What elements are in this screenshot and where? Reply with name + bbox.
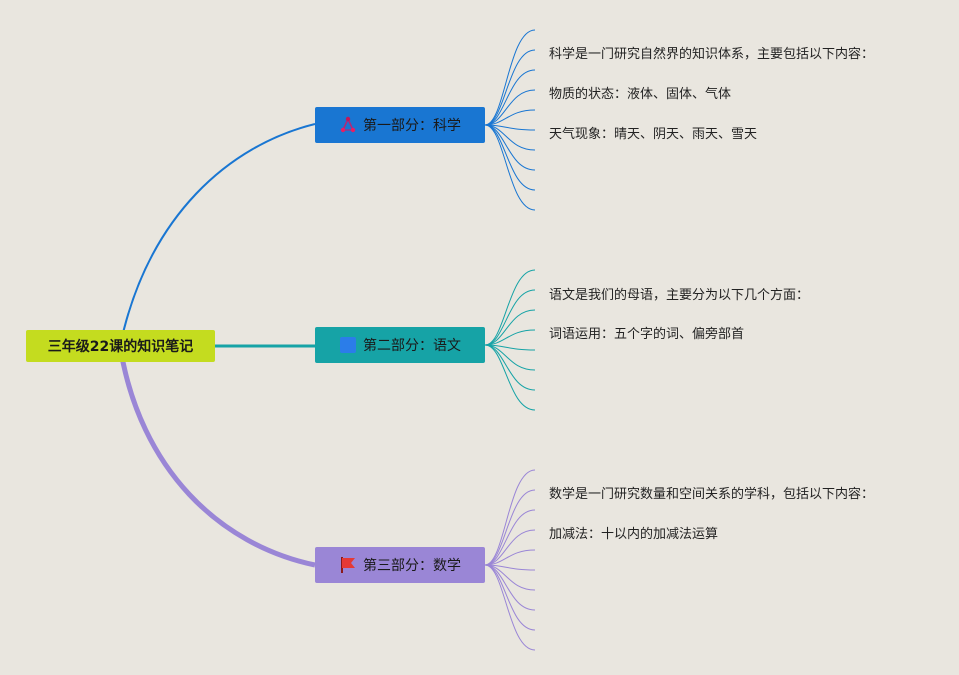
fan-line — [484, 109, 536, 126]
fan-line — [484, 529, 536, 566]
fan-line — [484, 329, 536, 346]
fan-line — [484, 49, 536, 126]
branch-math-label: 第三部分：数学 — [363, 558, 461, 574]
fan-line — [484, 509, 536, 566]
connector-root-math — [117, 345, 316, 568]
fan-line — [484, 309, 536, 346]
fan-line — [484, 564, 536, 651]
fan-line — [484, 344, 536, 411]
leaf-science-3[interactable]: 天气现象：晴天、阴天、雨天、雪天 — [549, 127, 758, 142]
leaf-math-1[interactable]: 数学是一门研究数量和空间关系的学科，包括以下内容： — [549, 487, 875, 502]
root-topic[interactable]: 三年级22课的知识笔记 — [26, 330, 215, 362]
branch-chinese-label: 第二部分：语文 — [363, 338, 461, 354]
leaf-chinese-1[interactable]: 语文是我们的母语，主要分为以下几个方面： — [549, 288, 810, 303]
branch-science[interactable]: 第一部分：科学 — [315, 107, 485, 143]
red-flag-icon — [341, 557, 355, 573]
branch-science-label: 第一部分：科学 — [363, 118, 461, 134]
fan-line — [484, 124, 536, 211]
leaf-science-2[interactable]: 物质的状态：液体、固体、气体 — [549, 87, 732, 102]
leaf-science-1[interactable]: 科学是一门研究自然界的知识体系，主要包括以下内容： — [549, 47, 875, 62]
fan-line — [484, 269, 536, 346]
fan-line — [484, 549, 536, 566]
fan-line — [484, 89, 536, 126]
blue-square-icon — [340, 337, 356, 353]
fan-line — [484, 564, 536, 631]
molecule-icon — [340, 116, 356, 133]
branch-math[interactable]: 第三部分：数学 — [315, 547, 485, 583]
branch-chinese[interactable]: 第二部分：语文 — [315, 327, 485, 363]
connector-root-science — [119, 123, 316, 347]
fan-line — [484, 29, 536, 126]
fan-line — [484, 124, 536, 191]
root-topic-label: 三年级22课的知识笔记 — [47, 339, 194, 355]
fan-line — [484, 69, 536, 126]
fan-line — [484, 289, 536, 346]
fan-line — [484, 469, 536, 566]
fan-line — [484, 489, 536, 566]
leaf-chinese-2[interactable]: 词语运用：五个字的词、偏旁部首 — [549, 327, 745, 342]
leaf-math-2[interactable]: 加减法：十以内的加减法运算 — [549, 527, 719, 542]
